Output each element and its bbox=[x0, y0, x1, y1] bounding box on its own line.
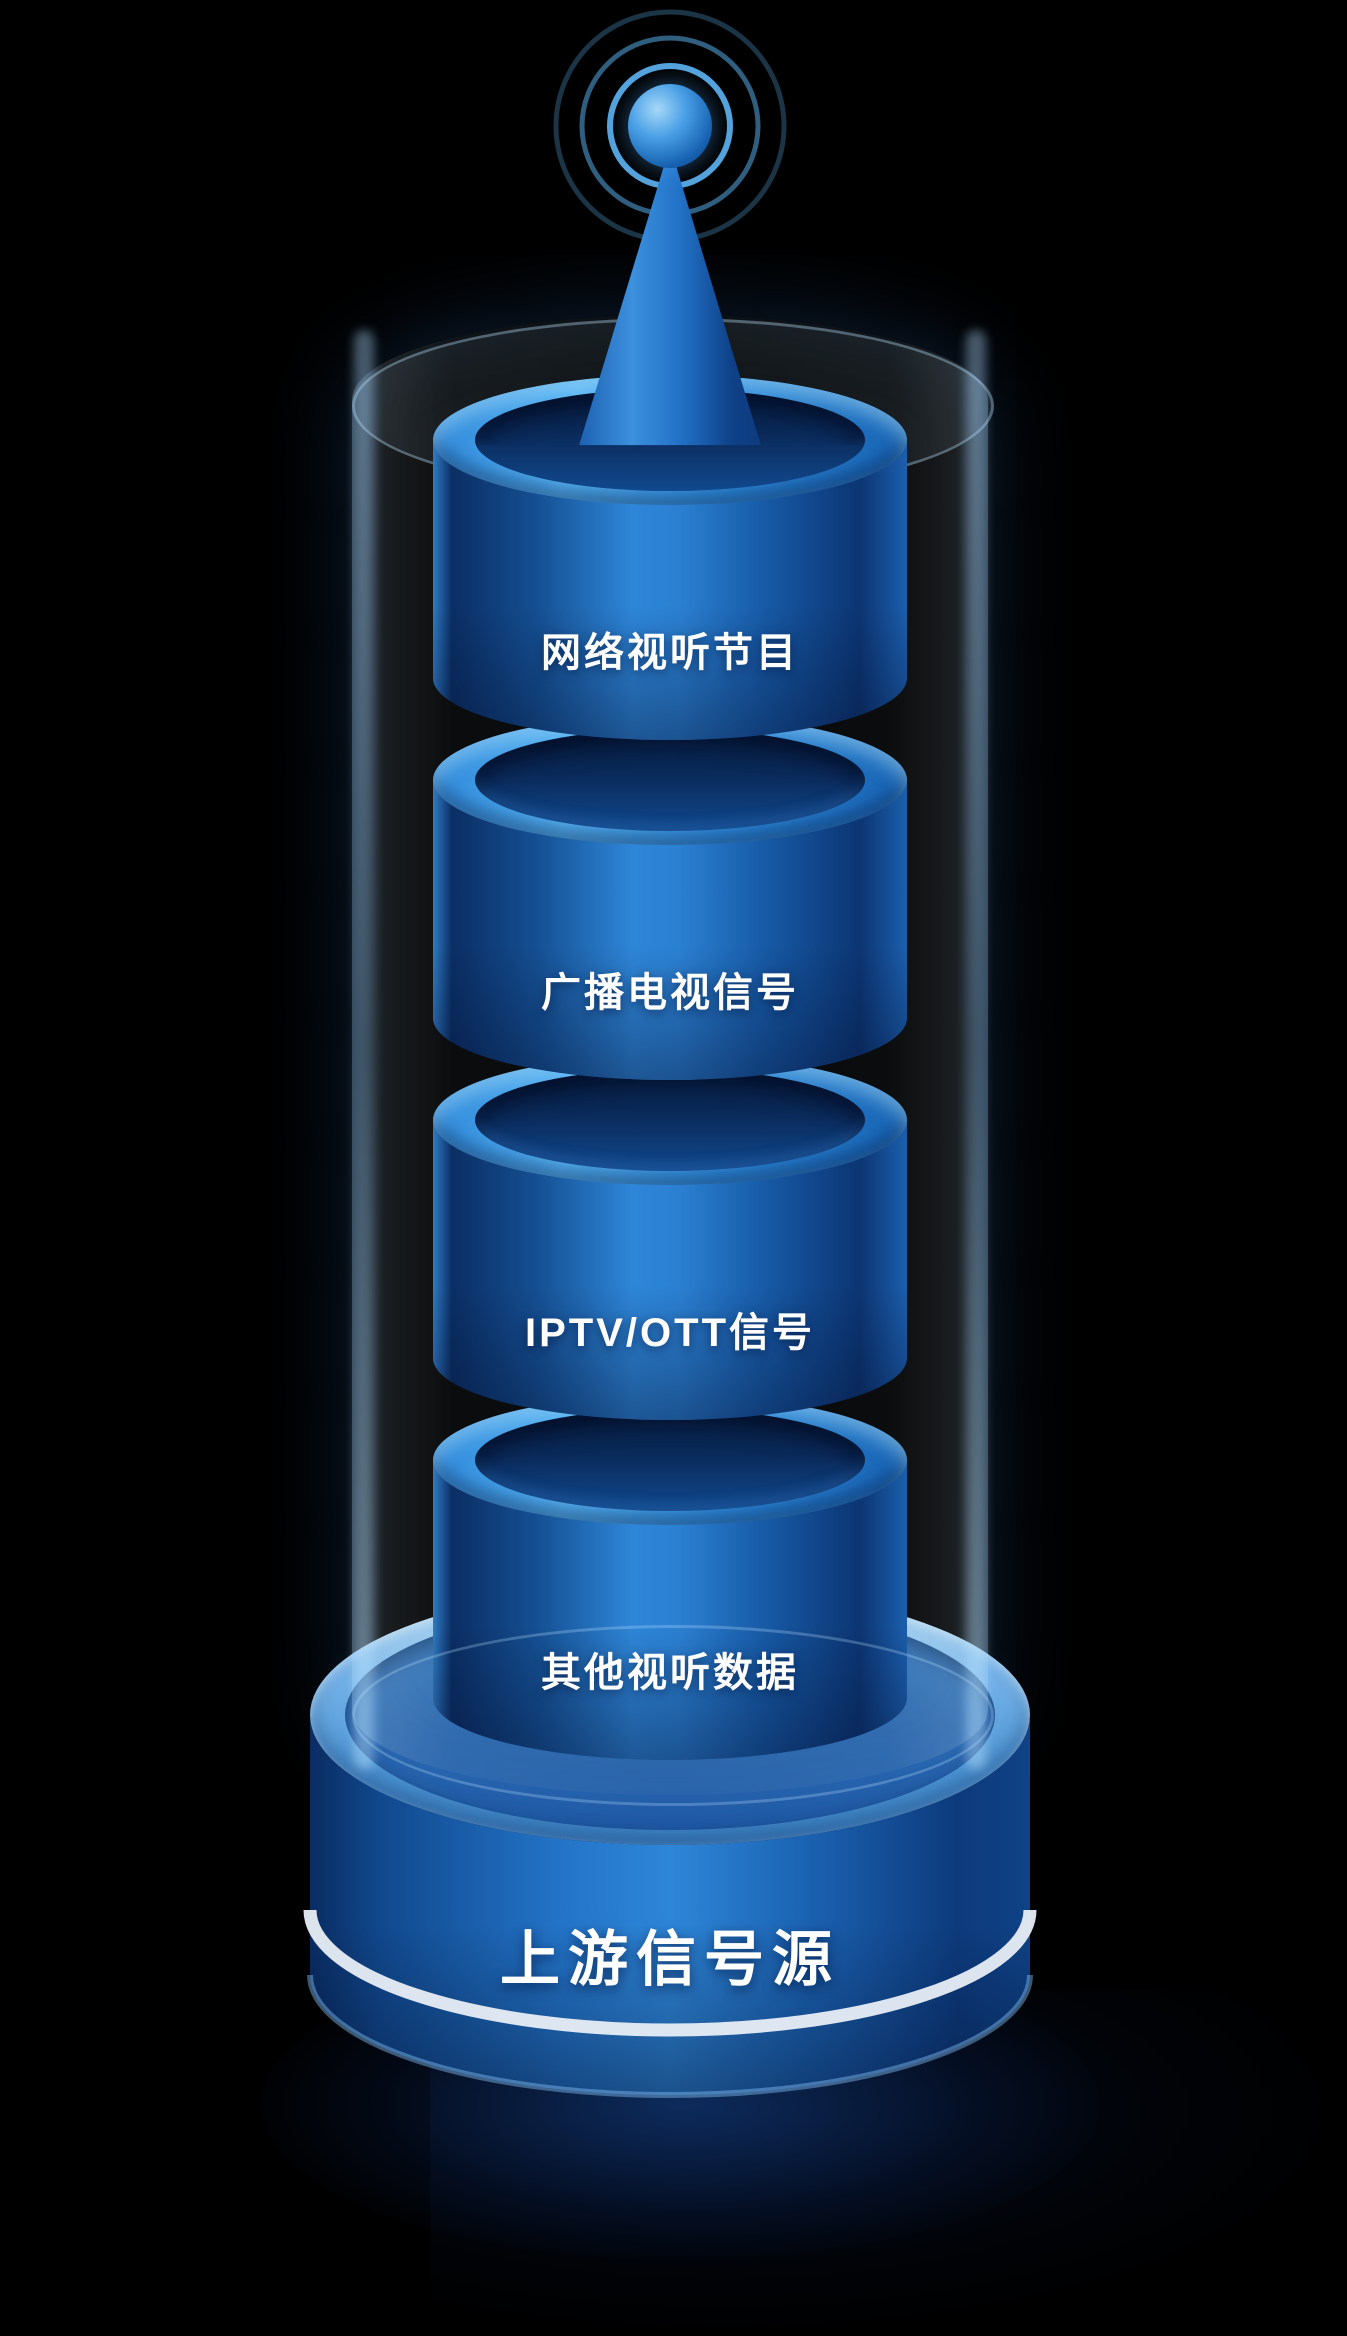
base-white-stripe bbox=[303, 1909, 1037, 2037]
layer-label: IPTV/OTT信号 bbox=[525, 1311, 815, 1355]
cylinder-top-hole bbox=[475, 729, 865, 831]
base-bottom-rim-light bbox=[307, 1974, 1033, 2098]
cylinder-top-hole bbox=[475, 1069, 865, 1171]
cylinder-top-hole bbox=[475, 1409, 865, 1511]
base-front-shading bbox=[310, 1715, 1030, 2095]
glow-tube-edge-right bbox=[966, 330, 986, 1770]
glow-tube-bottom-rim bbox=[352, 1625, 994, 1806]
layer-cylinder-2: 广播电视信号 bbox=[433, 715, 907, 1090]
antenna-tip-icon bbox=[628, 84, 712, 168]
layer-label: 网络视听节目 bbox=[541, 631, 799, 675]
base-label: 上游信号源 bbox=[500, 1926, 840, 1993]
antenna-cone-icon bbox=[574, 146, 766, 480]
glow-tube-edge-left bbox=[354, 330, 374, 1770]
layer-label: 广播电视信号 bbox=[541, 971, 799, 1015]
